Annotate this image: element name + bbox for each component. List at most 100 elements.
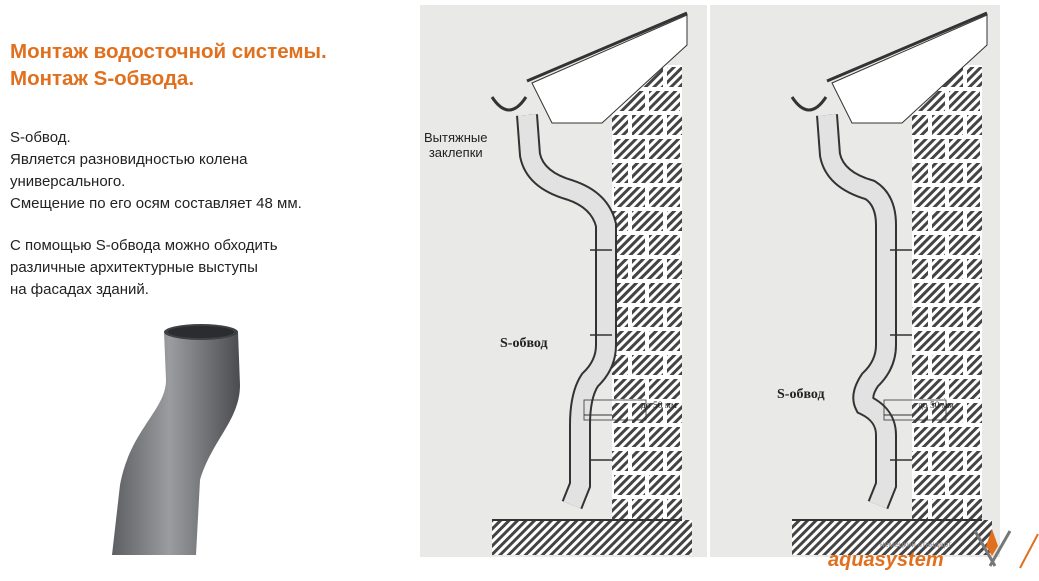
brick	[932, 499, 963, 519]
brick	[667, 403, 682, 423]
downpipe	[818, 114, 895, 509]
brick	[949, 235, 980, 255]
brick	[649, 235, 680, 255]
brick	[914, 139, 945, 159]
brick	[612, 403, 628, 423]
brick	[649, 139, 680, 159]
brick	[912, 403, 928, 423]
brick	[914, 379, 945, 399]
brick	[949, 187, 980, 207]
gutter	[490, 96, 528, 112]
brick	[614, 283, 645, 303]
brick	[949, 139, 980, 159]
brick	[949, 475, 980, 495]
rivets-label: Вытяжные заклепки	[424, 130, 488, 160]
brick	[649, 187, 680, 207]
dimension-box	[883, 399, 947, 421]
brick	[667, 67, 682, 87]
brick	[967, 259, 982, 279]
brick	[612, 355, 628, 375]
brick	[967, 115, 982, 135]
description-block-1: S-обвод. Является разновидностью колена …	[10, 129, 302, 212]
brick	[932, 115, 963, 135]
page-title: Монтаж водосточной системы. Монтаж S-обв…	[10, 40, 327, 90]
brick	[667, 163, 682, 183]
brick	[612, 451, 628, 471]
brick	[912, 499, 928, 519]
brick	[614, 475, 645, 495]
offset-dimension-left: до 50 мм	[641, 401, 677, 411]
brick	[649, 379, 680, 399]
roof-eave	[831, 14, 988, 124]
brick	[967, 67, 982, 87]
ground	[492, 520, 692, 555]
brick	[949, 91, 980, 111]
brick	[932, 307, 963, 327]
brick	[949, 427, 980, 447]
logo-mark-icon	[973, 529, 1039, 569]
brick	[914, 283, 945, 303]
brick	[667, 355, 682, 375]
dimension-box	[583, 399, 647, 421]
brick	[632, 499, 663, 519]
s-bend-label-left: S-обвод	[500, 336, 548, 351]
brick	[932, 403, 963, 423]
brick	[612, 115, 628, 135]
brick	[667, 259, 682, 279]
brick	[667, 307, 682, 327]
roof-eave	[531, 14, 688, 124]
brick	[912, 211, 928, 231]
brick	[914, 475, 945, 495]
brick	[667, 211, 682, 231]
brick	[914, 235, 945, 255]
brick	[914, 187, 945, 207]
brick	[649, 331, 680, 351]
downpipe	[518, 114, 615, 509]
description-block-2: С помощью S-обвода можно обходить различ…	[10, 237, 278, 298]
brick	[614, 331, 645, 351]
brick	[632, 115, 663, 135]
brick	[632, 211, 663, 231]
roof-line	[826, 11, 988, 83]
gutter	[790, 96, 828, 112]
s-bend-pipe-image	[112, 324, 240, 555]
brick	[932, 163, 963, 183]
gutter-diagram-left	[490, 11, 692, 555]
brick	[632, 355, 663, 375]
gutter-diagram-right	[790, 11, 992, 555]
s-bend-label-right: S-обвод	[777, 387, 825, 402]
brick	[632, 259, 663, 279]
brick	[912, 163, 928, 183]
brick	[612, 499, 628, 519]
brick	[649, 475, 680, 495]
roof-line	[526, 11, 688, 83]
brick	[614, 379, 645, 399]
brick	[667, 451, 682, 471]
brick	[932, 451, 963, 471]
ground	[792, 520, 992, 555]
brick	[967, 403, 982, 423]
brick	[914, 331, 945, 351]
brick	[649, 427, 680, 447]
brick	[967, 211, 982, 231]
brick	[649, 283, 680, 303]
brick	[614, 139, 645, 159]
brick	[949, 331, 980, 351]
brick	[912, 451, 928, 471]
brick	[949, 379, 980, 399]
brick	[632, 451, 663, 471]
brick	[967, 499, 982, 519]
brick	[932, 211, 963, 231]
brick	[614, 187, 645, 207]
offset-dimension-right: до 50 мм	[918, 401, 954, 411]
brick	[667, 499, 682, 519]
brick	[632, 307, 663, 327]
brick	[632, 403, 663, 423]
brick	[932, 355, 963, 375]
brick	[649, 91, 680, 111]
brick	[912, 355, 928, 375]
brick	[912, 307, 928, 327]
brick	[967, 355, 982, 375]
brick	[614, 235, 645, 255]
brick	[614, 427, 645, 447]
